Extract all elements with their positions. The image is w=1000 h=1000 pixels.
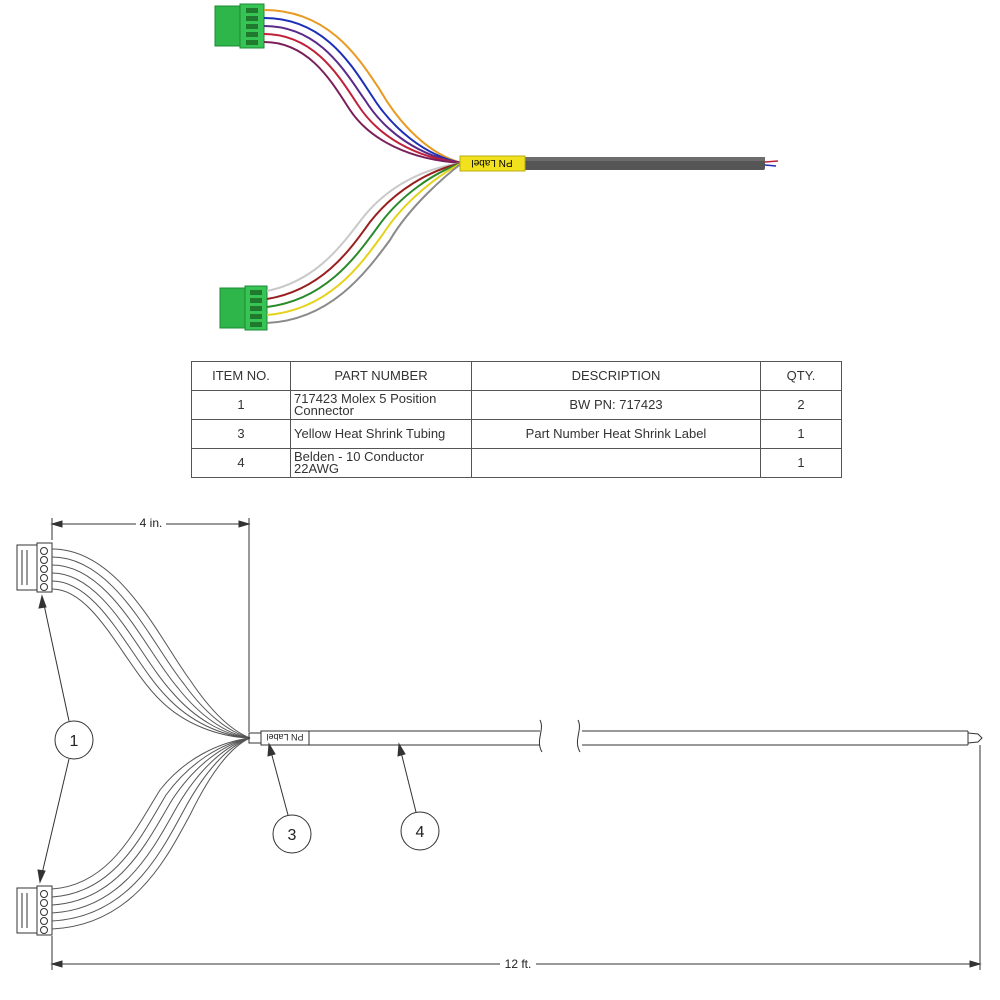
drawing-bottom-wires <box>51 737 251 930</box>
header-part-number: PART NUMBER <box>290 361 472 391</box>
dimension-12ft <box>50 745 982 970</box>
balloon-1 <box>37 594 94 884</box>
bom-table: ITEM NO. PART NUMBER DESCRIPTION QTY. 1 … <box>191 361 842 478</box>
balloon-4 <box>397 742 440 851</box>
balloon-4-label: 4 <box>416 824 425 841</box>
top-connector <box>214 3 265 49</box>
header-qty: QTY. <box>760 361 842 391</box>
cell-part-number: Yellow Heat Shrink Tubing <box>290 419 472 449</box>
cell-item: 1 <box>191 390 291 420</box>
part-line-1: 717423 Molex 5 Position <box>294 391 437 406</box>
part-line-1: Yellow Heat Shrink Tubing <box>294 426 446 441</box>
cell-item: 3 <box>191 419 291 449</box>
part-line-1: Belden - 10 Conductor <box>294 449 425 464</box>
header-description: DESCRIPTION <box>471 361 761 391</box>
drawing-top-connector <box>16 542 53 593</box>
cable-end-wires <box>764 160 779 167</box>
cell-qty: 2 <box>760 390 842 420</box>
cell-qty: 1 <box>760 419 842 449</box>
drawing-cable <box>248 719 983 753</box>
pn-label-band <box>459 155 526 172</box>
drawing-bottom-connector <box>16 885 53 936</box>
drawing-pn-label-text: PN Label <box>266 732 303 742</box>
drawing-top-wires <box>51 548 251 739</box>
cell-description: BW PN: 717423 <box>471 390 761 420</box>
pn-label-text: PN Label <box>471 157 512 168</box>
dimension-4in <box>50 518 251 732</box>
balloon-3-label: 3 <box>288 827 297 844</box>
part-line-2: Connector <box>294 403 354 418</box>
cell-description <box>471 448 761 478</box>
bottom-connector <box>219 285 268 331</box>
top-wires <box>263 9 463 164</box>
balloon-1-label: 1 <box>70 733 79 750</box>
bom-header-row: ITEM NO. PART NUMBER DESCRIPTION QTY. <box>191 361 842 391</box>
header-item-no: ITEM NO. <box>191 361 291 391</box>
dim-12ft-label: 12 ft. <box>505 957 532 971</box>
cell-item: 4 <box>191 448 291 478</box>
table-row: 3 Yellow Heat Shrink Tubing Part Number … <box>191 419 842 449</box>
cell-qty: 1 <box>760 448 842 478</box>
dim-4in-label: 4 in. <box>140 516 163 530</box>
balloon-3 <box>267 742 312 854</box>
cell-description: Part Number Heat Shrink Label <box>471 419 761 449</box>
part-line-2: 22AWG <box>294 461 340 476</box>
bottom-wires <box>266 162 463 324</box>
